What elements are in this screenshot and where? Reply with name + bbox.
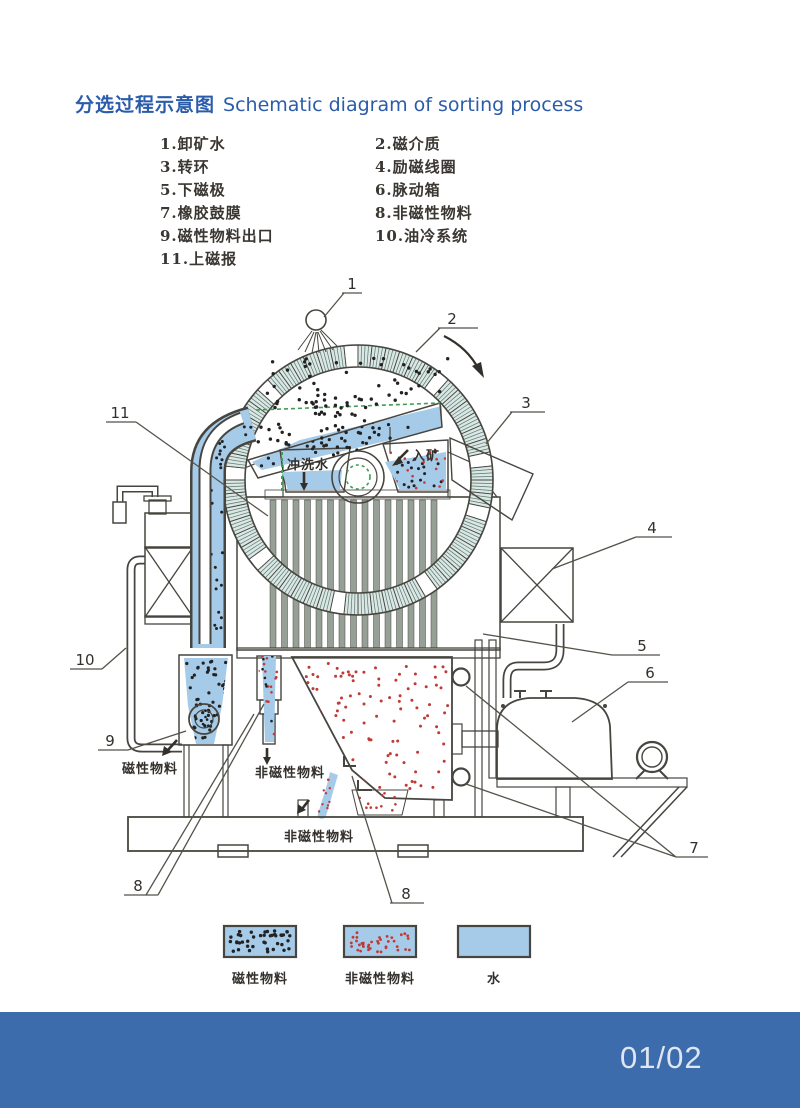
callout-6: 6 [645,664,655,682]
part-item: 7.橡胶鼓膜 [160,204,242,222]
oil-cooling-system [112,485,194,753]
parts-list-col2: 2.磁介质 4.励磁线圈 6.脉动箱 8.非磁性物料 10.油冷系统 [375,133,473,271]
rubber-diaphragm-clamps [451,667,471,787]
callout-7: 7 [689,839,699,857]
nonmagnetic2-arrow-icon [297,799,311,814]
page-title-en: Schematic diagram of sorting process [223,94,584,116]
center-hub [331,450,385,504]
legend-box-water [456,924,532,959]
page-number: 01/02 [620,1040,703,1075]
page-title-zh: 分选过程示意图 [75,94,216,116]
part-item: 5.下磁极 [160,181,226,199]
callout-3: 3 [521,394,531,412]
callout-numbers: 1 2 3 4 5 6 7 8 8 9 10 11 [75,275,698,903]
spray-nozzle [297,309,339,354]
callout-9: 9 [105,732,115,750]
callout-11: 11 [110,404,129,422]
part-item: 10.油冷系统 [375,227,469,245]
feed-chute [449,436,534,522]
magnetic-material-label: 磁性物料 [122,761,178,777]
excitation-coil-left [144,546,194,618]
part-item: 4.励磁线圈 [375,158,457,176]
magnetic-arrow-icon [162,739,178,756]
legend-label-nonmagnetic: 非磁性物料 [345,971,415,987]
page-title: 分选过程示意图 Schematic diagram of sorting proc… [75,90,583,117]
base-frame [127,789,584,858]
flush-water-trough [279,447,351,493]
part-item: 6.脉动箱 [375,181,441,199]
callout-2: 2 [447,310,457,328]
legend-dots-magnetic [228,929,292,954]
callout-4: 4 [647,519,657,537]
callout-8a: 8 [133,877,143,895]
motor [635,740,669,780]
legend-label-magnetic: 磁性物料 [232,971,288,987]
callout-5: 5 [637,637,647,655]
falling-particles [265,356,450,408]
color-legend: 磁性物料 非磁性物料 水 [222,924,532,987]
legend-box-magnetic [222,924,298,959]
pulsating-box [496,690,613,780]
tailing-tank [290,656,453,819]
parts-list-col1: 1.卸矿水 3.转环 5.下磁极 7.橡胶鼓膜 9.磁性物料出口 11.上磁报 [160,133,375,271]
magnetic-outlet-chute [178,654,233,818]
top-strip [264,489,451,500]
feed-label: 入矿 [412,448,440,464]
part-item: 1.卸矿水 [160,135,226,153]
drive-frame [451,639,499,818]
callout-leaders [70,292,708,904]
legend-label-water: 水 [487,971,501,987]
excitation-coil-right [500,547,574,623]
callout-1: 1 [347,275,357,293]
part-item: 8.非磁性物料 [375,204,473,222]
feed-hopper [382,439,449,493]
footer-bar: 01/02 [0,1012,800,1108]
callout-8b: 8 [401,885,411,903]
part-item: 2.磁介质 [375,135,441,153]
falling-particles [256,396,381,449]
parts-list: 1.卸矿水 3.转环 5.下磁极 7.橡胶鼓膜 9.磁性物料出口 11.上磁报 … [160,133,520,271]
callout-10: 10 [75,651,94,669]
legend-dots-nonmagnetic [349,931,411,954]
flush-arrow-icon [300,472,308,491]
nonmagnetic-material-label-2: 非磁性物料 [284,829,354,845]
nonmagnetic-arrow-icon [263,748,271,765]
feed-arrow-icon [392,449,409,466]
flush-water-label: 冲洗水 [287,457,329,473]
rotation-arrow-icon [443,335,484,378]
nonmagnetic-material-label: 非磁性物料 [255,765,325,781]
right-pipe [502,624,565,698]
part-item: 9.磁性物料出口 [160,227,274,245]
part-item: 11.上磁报 [160,250,238,268]
sorting-process-diagram: 冲洗水 入矿 磁性物料 非磁性物料 非磁性物料 1 2 3 4 5 6 7 8 … [70,275,708,987]
nonmagnetic-pipe [256,655,282,745]
part-item: 3.转环 [160,158,210,176]
